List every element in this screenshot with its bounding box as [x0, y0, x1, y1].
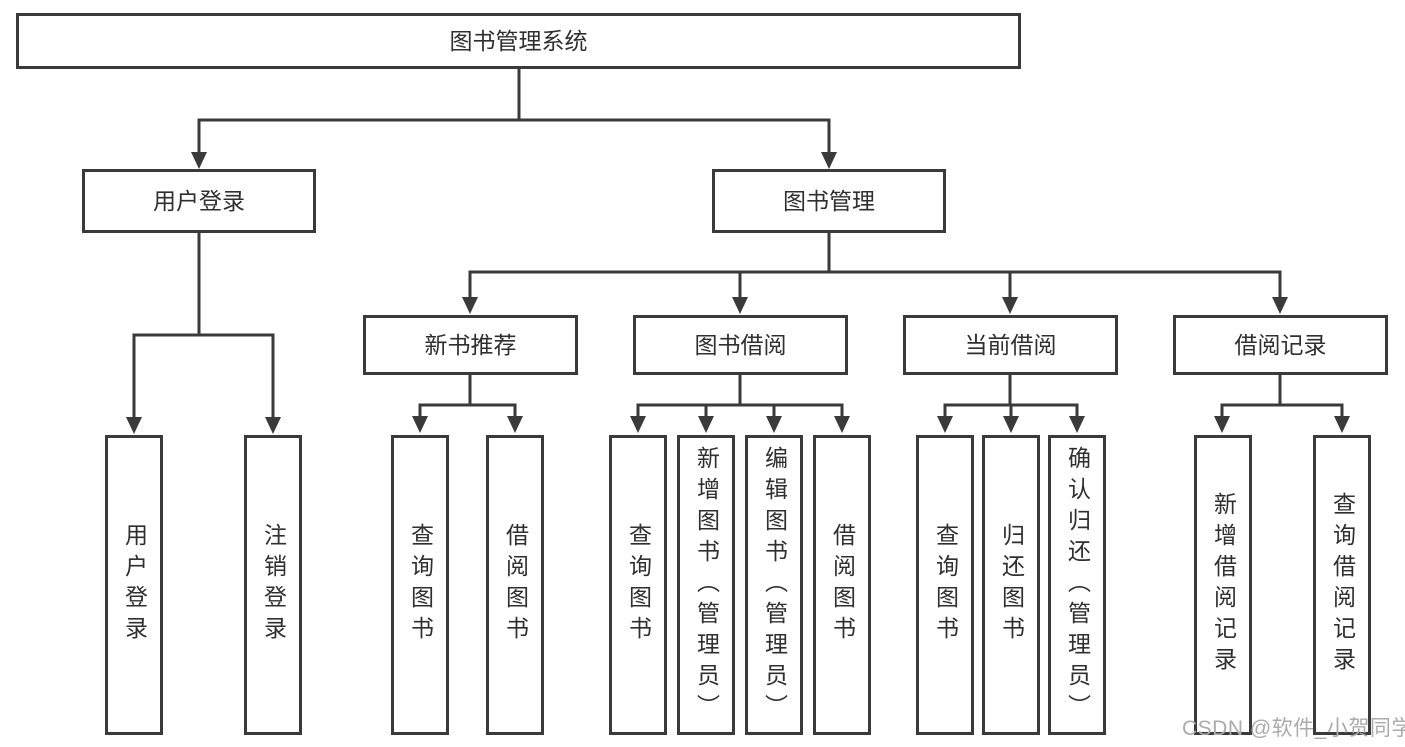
leaf-logout: 注销登录 — [244, 435, 302, 735]
leaf-add-borrow-record: 新增借阅记录 — [1194, 435, 1252, 735]
node-book-borrow: 图书借阅 — [633, 315, 848, 375]
leaf-borrow-books-recommend: 借阅图书 — [486, 435, 544, 735]
leaf-query-books-current: 查询图书 — [916, 435, 974, 735]
leaf-query-books-borrow: 查询图书 — [609, 435, 667, 735]
leaf-add-book-admin: 新增图书（管理员） — [677, 435, 735, 735]
node-new-book-recommend: 新书推荐 — [363, 315, 578, 375]
node-borrow-records: 借阅记录 — [1173, 315, 1388, 375]
leaf-user-login: 用户登录 — [105, 435, 163, 735]
node-book-management: 图书管理 — [712, 169, 946, 233]
node-user-login: 用户登录 — [82, 169, 316, 233]
leaf-query-borrow-record: 查询借阅记录 — [1313, 435, 1371, 735]
csdn-watermark: CSDN @软件_小贺同学 — [1182, 717, 1405, 740]
leaf-borrow-books-borrow: 借阅图书 — [813, 435, 871, 735]
leaf-return-books: 归还图书 — [982, 435, 1040, 735]
node-root: 图书管理系统 — [16, 13, 1021, 69]
leaf-query-books-recommend: 查询图书 — [391, 435, 449, 735]
leaf-edit-book-admin: 编辑图书（管理员） — [745, 435, 803, 735]
leaf-confirm-return-admin: 确认归还（管理员） — [1048, 435, 1106, 735]
node-current-borrow: 当前借阅 — [903, 315, 1118, 375]
